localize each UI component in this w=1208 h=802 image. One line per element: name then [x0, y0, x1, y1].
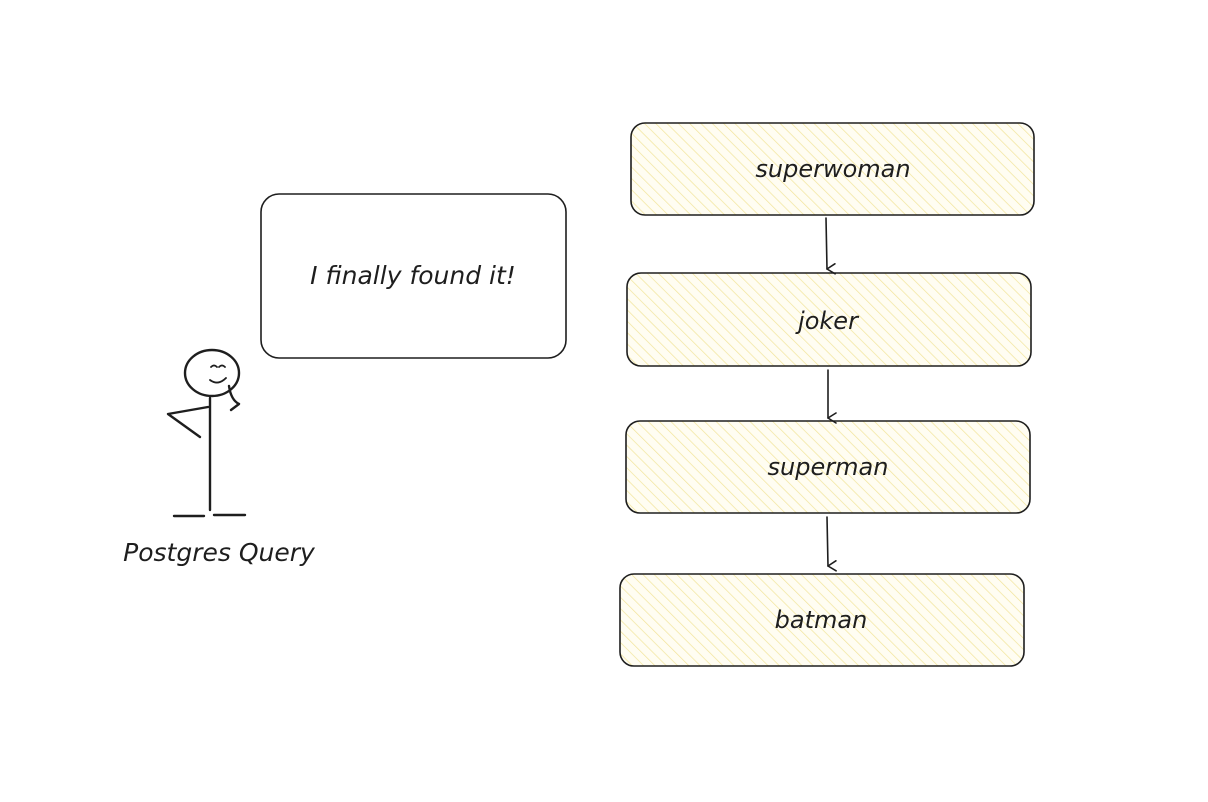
- figure-eyes: [210, 364, 226, 368]
- figure-smile: [209, 377, 227, 384]
- list-arrows: [825, 217, 837, 572]
- figure-left-arm: [166, 405, 210, 439]
- list-node: superwoman: [630, 122, 1035, 216]
- node-label: superman: [768, 453, 889, 481]
- list-node: superman: [625, 420, 1031, 514]
- figure-head: [183, 348, 241, 398]
- node-label: joker: [795, 307, 860, 335]
- speech-bubble: I finally found it!: [260, 193, 567, 359]
- speech-bubble-text: I finally found it!: [310, 261, 516, 290]
- stick-figure-icon: [166, 348, 247, 518]
- linked-list: superwoman joker superman batman: [619, 122, 1035, 667]
- list-node: joker: [626, 272, 1032, 367]
- list-node: batman: [619, 573, 1025, 667]
- figure-label: Postgres Query: [123, 538, 316, 567]
- arrow-connector: [825, 217, 836, 275]
- arrow-connector: [826, 516, 837, 572]
- node-label: superwoman: [755, 155, 910, 183]
- node-label: batman: [775, 606, 868, 634]
- figure-hand: [227, 384, 241, 412]
